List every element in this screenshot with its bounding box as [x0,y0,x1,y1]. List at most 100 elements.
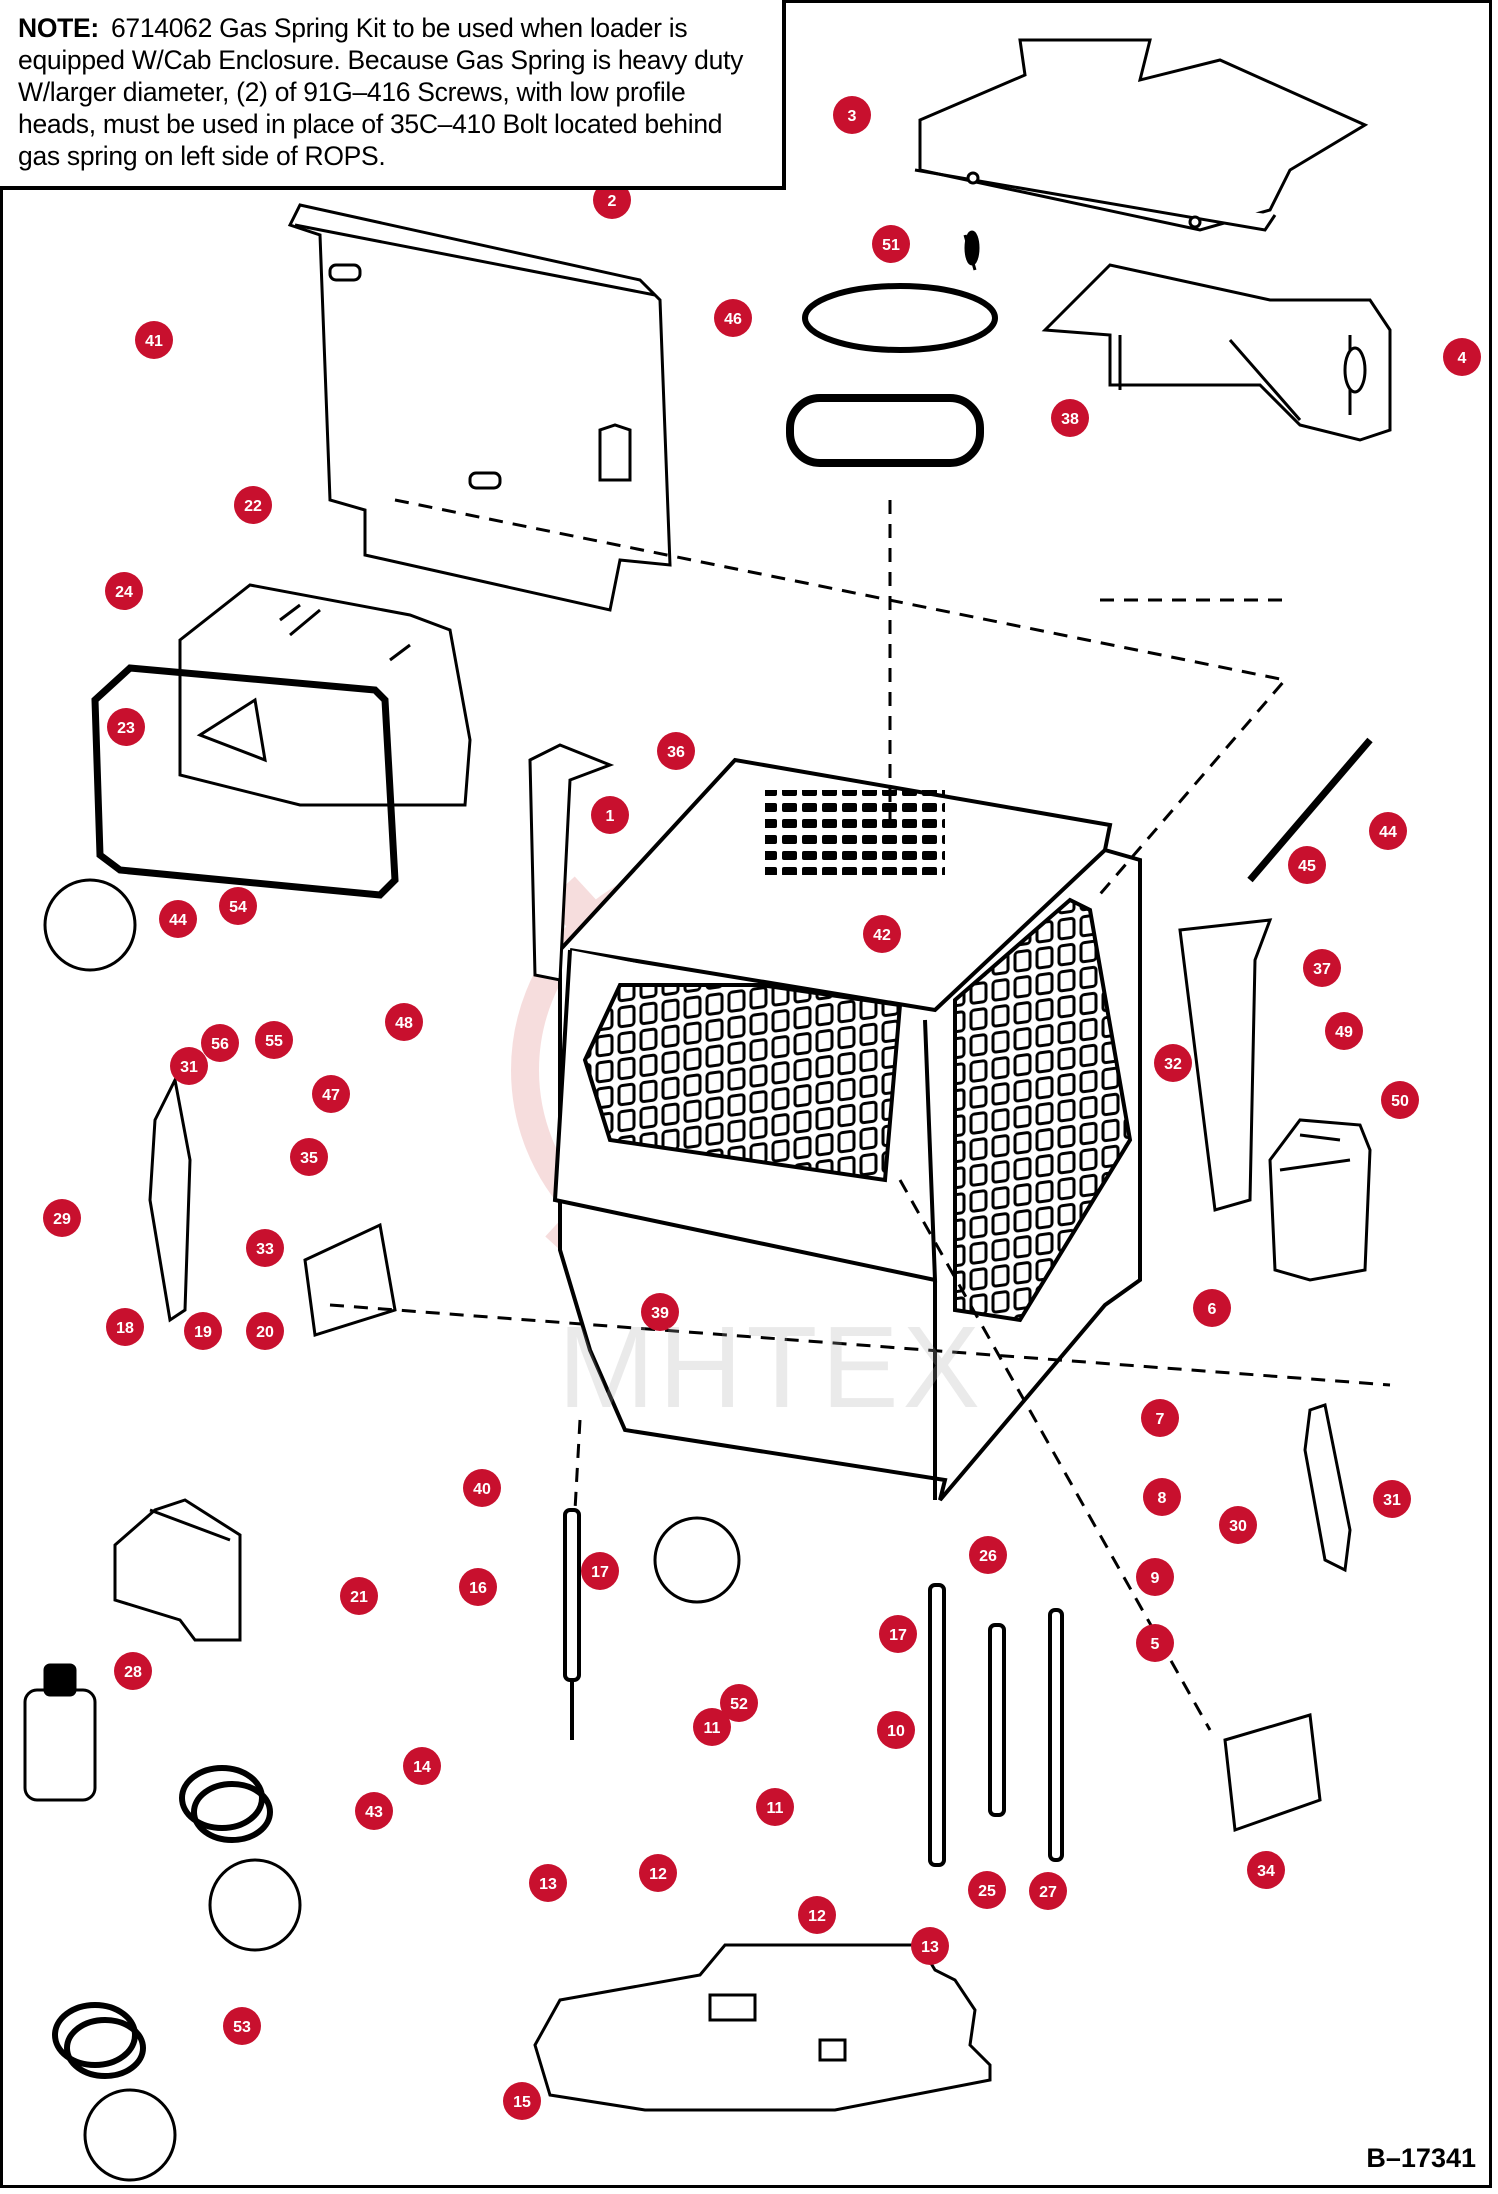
part-53-hose [52,2002,146,2079]
callout-badge [911,1927,949,1965]
note-text: NOTE:6714062 Gas Spring Kit to be used w… [18,12,766,172]
callout-badge [693,1708,731,1746]
callout-label: 15 [513,2094,531,2111]
callout-label: 19 [194,1324,212,1341]
part-34-panel [1223,1713,1322,1833]
callout-label: 20 [256,1324,274,1341]
callout-badge [529,1864,567,1902]
note-lead: NOTE: [18,13,99,43]
callout-label: 12 [808,1908,826,1925]
callout-31: 31 [1373,1480,1411,1518]
callout-badge [184,1312,222,1350]
callout-badge [593,181,631,219]
callout-badge [1443,338,1481,376]
callout-badge [714,299,752,337]
document-id: B–17341 [1366,2143,1476,2173]
callout-badge [1381,1081,1419,1119]
callout-badge [1247,1851,1285,1889]
callout-55: 55 [255,1021,293,1059]
callout-13: 13 [529,1864,567,1902]
part-10-26-27-springs [928,1583,1064,1867]
callout-badge [503,2082,541,2120]
part-4-rear-panel [1041,263,1392,442]
callout-43: 43 [355,1792,393,1830]
callout-label: 55 [265,1033,283,1050]
callout-10: 10 [877,1711,915,1749]
callout-1: 1 [591,796,629,834]
callout-badge [863,915,901,953]
callout-13: 13 [911,1927,949,1965]
callout-badge [657,732,695,770]
part-36-post-cover [528,743,615,982]
part-30-bracket [1303,1403,1352,1573]
detail-circles [43,878,741,2182]
callout-label: 53 [233,2019,251,2036]
callout-badge [1051,399,1089,437]
callout-44: 44 [159,900,197,938]
callout-label: 10 [887,1723,905,1740]
callout-label: 13 [539,1876,557,1893]
callout-badge [201,1024,239,1062]
callout-52: 52 [720,1684,758,1722]
part-45-trim-strip [1247,737,1373,883]
callout-label: 17 [591,1564,609,1581]
callout-label: 13 [921,1939,939,1956]
callout-label: 34 [1257,1863,1275,1880]
callout-badge [355,1792,393,1830]
callout-31: 31 [170,1047,208,1085]
callout-38: 38 [1051,399,1089,437]
callout-badge [135,321,173,359]
callout-label: 42 [873,927,891,944]
callout-4: 4 [1443,338,1481,376]
callout-label: 44 [169,912,187,929]
callout-badge [1325,1012,1363,1050]
callout-badge [833,96,871,134]
callout-50: 50 [1381,1081,1419,1119]
callout-badge [879,1615,917,1653]
callout-label: 16 [469,1580,487,1597]
callout-46: 46 [714,299,752,337]
callout-label: 51 [882,237,900,254]
callout-label: 5 [1151,1636,1160,1653]
callout-label: 39 [651,1305,669,1322]
callout-badge [1373,1480,1411,1518]
callout-label: 46 [724,311,742,328]
callout-3: 3 [833,96,871,134]
callout-label: 6 [1208,1301,1217,1318]
callout-badge [581,1552,619,1590]
callout-49: 49 [1325,1012,1363,1050]
callout-label: 21 [350,1589,368,1606]
callout-badge [872,225,910,263]
callout-53: 53 [223,2007,261,2045]
callout-label: 23 [117,720,135,737]
part-23-decal [196,697,267,763]
callout-badge [105,572,143,610]
callout-16: 16 [459,1568,497,1606]
callout-28: 28 [114,1652,152,1690]
callout-label: 32 [1164,1056,1182,1073]
callout-7: 7 [1141,1399,1179,1437]
callout-label: 17 [889,1627,907,1644]
callout-label: 25 [978,1883,996,1900]
callout-54: 54 [219,887,257,925]
callout-label: 50 [1391,1093,1409,1110]
part-3-roof-panel [914,38,1369,232]
part-15-floor-plate [533,1943,992,2112]
callout-label: 44 [1379,824,1397,841]
callout-label: 52 [730,1696,748,1713]
cab-side-screen [953,897,1133,1323]
callout-badge [877,1711,915,1749]
callout-badge [219,887,257,925]
callout-badge [1143,1478,1181,1516]
callout-badge [114,1652,152,1690]
callout-label: 56 [211,1036,229,1053]
callout-label: 11 [767,1800,784,1817]
callout-badge [1303,949,1341,987]
callout-badge [969,1536,1007,1574]
part-28-bracket-assembly [113,1498,242,1642]
callout-badge [591,796,629,834]
callout-badge [720,1684,758,1722]
callout-badge [159,900,197,938]
callout-badge [234,486,272,524]
callout-label: 38 [1061,411,1079,428]
